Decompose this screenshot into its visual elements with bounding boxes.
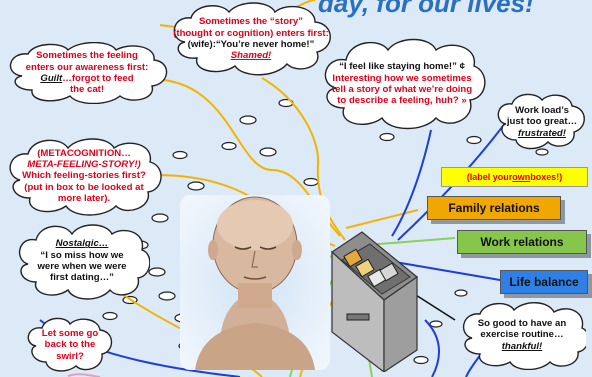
cloud-shape-icon — [10, 42, 168, 104]
swirl-line3: swirl? — [56, 350, 84, 362]
exercise-line3: thankful! — [501, 340, 543, 352]
meta-line5: more later). — [57, 192, 111, 204]
exercise-line2: exercise routine… — [480, 329, 564, 341]
note-suffix: boxes!) — [530, 172, 563, 182]
workload-line3: frustrated! — [518, 127, 566, 139]
cloud-shape-icon — [497, 93, 585, 150]
swirl-line1: Let some go — [41, 328, 99, 340]
open-file-drawer-icon — [331, 231, 418, 372]
staying-line1: “I feel like staying home!” ¢ — [339, 61, 465, 73]
label-family-relations: Family relations — [427, 196, 561, 220]
note-prefix: (label your — [466, 172, 513, 182]
feeling-line3b: …forgot to feed — [62, 73, 134, 84]
story-line3: (wife):“You’re never home!” — [187, 39, 315, 50]
exercise-line1: So good to have an — [477, 318, 567, 330]
thought-cloud-feeling: Sometimes the feeling enters our awarene… — [2, 42, 172, 104]
workload-line2: just too great… — [506, 116, 578, 128]
label-work-relations: Work relations — [457, 230, 587, 254]
meta-line3: Which feeling-stories first? — [22, 170, 146, 182]
story-line4: Shamed! — [230, 50, 272, 62]
thought-cloud-swirl: Let some go back to the swirl? — [24, 316, 116, 374]
feeling-line4: the cat! — [69, 84, 105, 96]
workload-line1: Work load’s — [515, 105, 569, 117]
page-title: day, for our lives! — [318, 0, 534, 18]
meta-line2: META-FEELING-STORY!) — [27, 159, 141, 171]
thought-cloud-workload: Work load’s just too great… frustrated! — [494, 92, 590, 152]
feeling-line1: Sometimes the feeling — [36, 50, 138, 62]
staying-line4: to describe a feeling, huh? » — [337, 95, 467, 107]
thought-cloud-metacognition: (METACOGNITION… META-FEELING-STORY!) Whi… — [4, 136, 164, 216]
cloud-shape-icon — [324, 38, 486, 130]
thought-cloud-nostalgic: Nostalgic… “I so miss how we were when w… — [14, 222, 150, 300]
feeling-line2: enters our awareness first: — [25, 61, 149, 73]
meta-line4: (put in box to be looked at — [24, 181, 144, 193]
cloud-shape-icon — [173, 2, 331, 76]
nostalgic-line3: were when we were — [37, 261, 127, 272]
nostalgic-line4: first dating…” — [50, 272, 114, 284]
swirl-line2: back to the — [44, 339, 96, 351]
story-line1: Sometimes the “story” — [199, 16, 303, 28]
feeling-guilt: Guilt — [40, 73, 63, 84]
thought-cloud-exercise: So good to have an exercise routine… tha… — [458, 300, 586, 370]
staying-line3: tell a story of what we’re doing — [331, 84, 473, 95]
thought-cloud-staying-home: “I feel like staying home!” ¢ Interestin… — [318, 36, 486, 132]
label-your-own-boxes-note: (label your own boxes!) — [441, 167, 588, 187]
cloud-shape-icon — [18, 224, 150, 300]
cloud-shape-icon — [462, 302, 586, 370]
meta-line1: (METACOGNITION… — [37, 147, 131, 159]
cloud-shape-icon — [9, 138, 162, 216]
staying-line2: Interesting how we sometimes — [332, 72, 472, 84]
cloud-shape-icon — [27, 317, 113, 372]
story-line2: (thought or cognition) enters first: — [173, 27, 329, 39]
feeling-line3: Guilt…forgot to feed — [40, 73, 133, 84]
label-life-balance: Life balance — [500, 270, 588, 294]
note-own: own — [512, 172, 531, 182]
nostalgic-line1: Nostalgic… — [55, 238, 109, 250]
nostalgic-line2: “I so miss how we — [40, 249, 124, 261]
sleeping-person-face-icon — [195, 196, 315, 370]
thought-cloud-story: Sometimes the “story” (thought or cognit… — [165, 2, 337, 76]
sleeping-person-image — [180, 195, 330, 370]
